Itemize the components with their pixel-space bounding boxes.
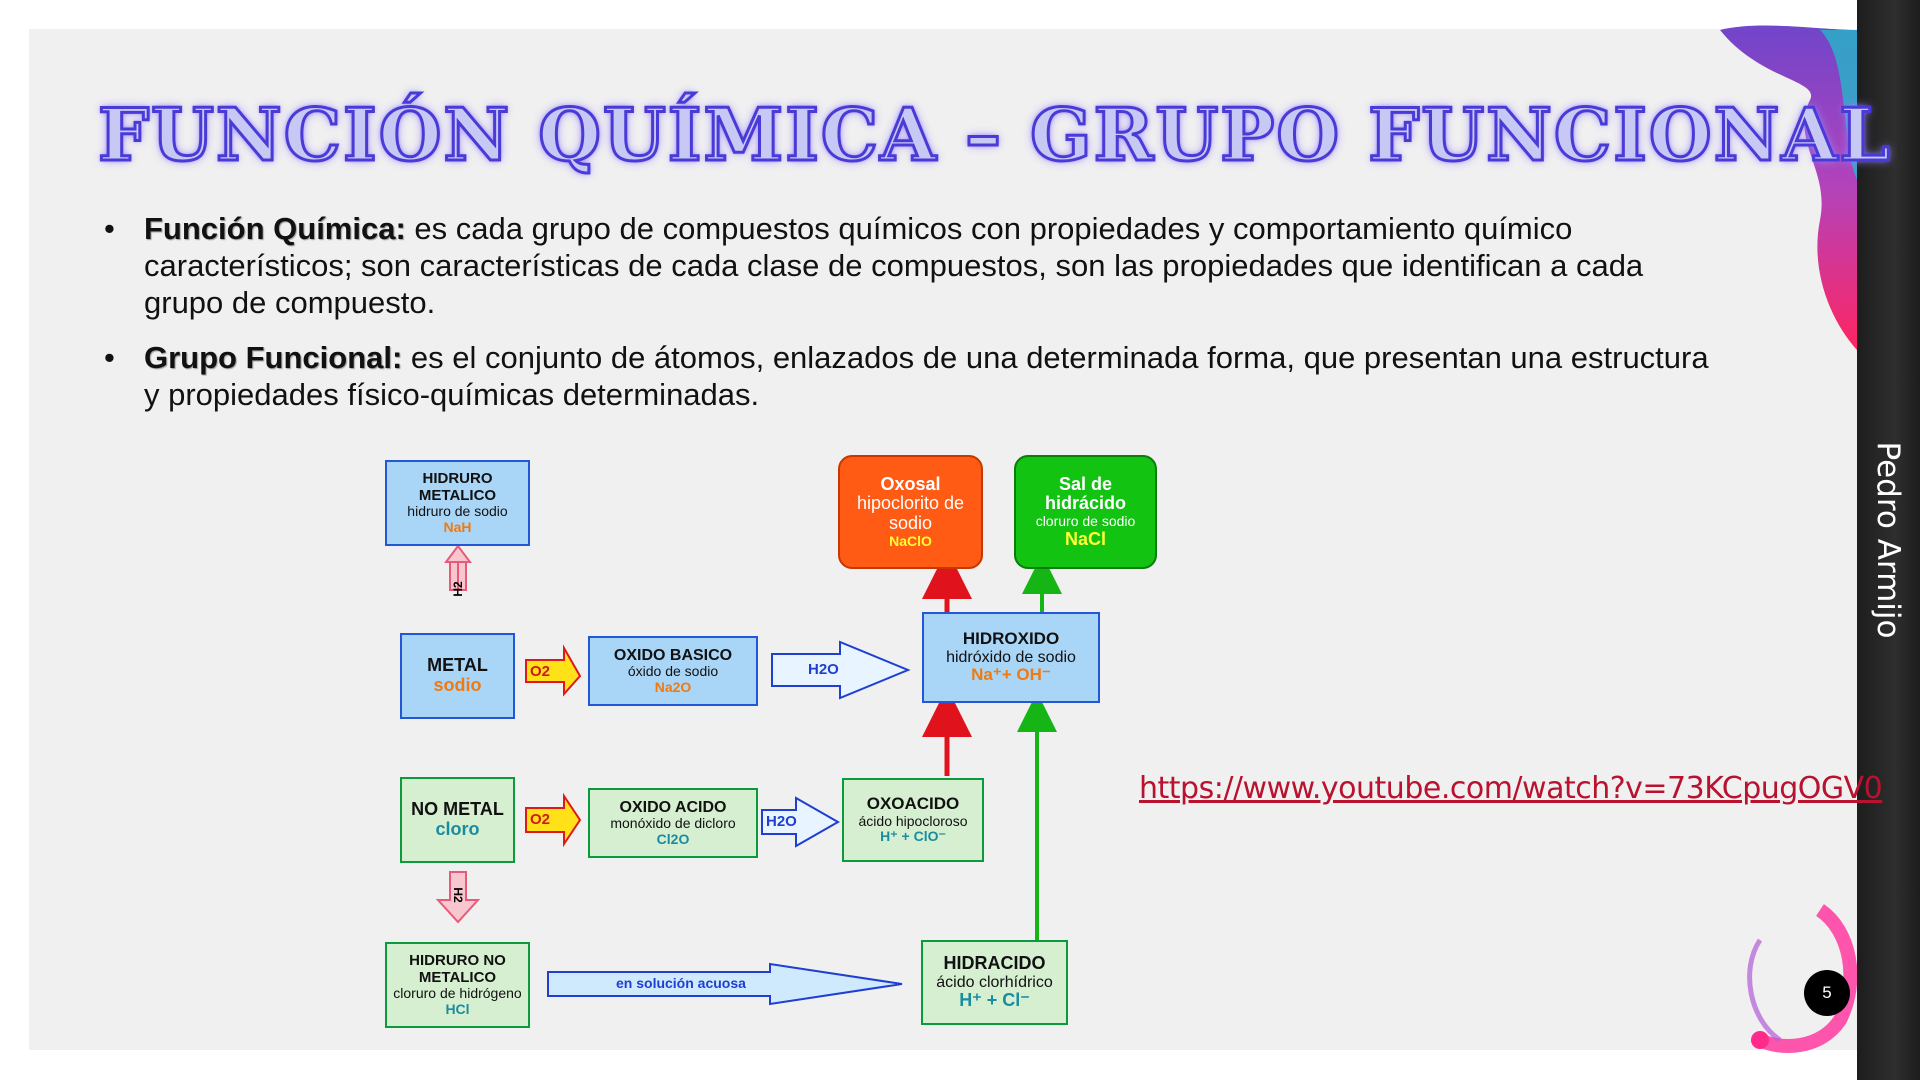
bullet-funcion-quimica: Función Química: es cada grupo de compue… [100, 210, 1720, 321]
diagram-arrows [435, 544, 1062, 1006]
o2-label-nonmetal: O2 [530, 811, 551, 828]
box-sal-hidracido: Sal de hidrácido cloruro de sodio NaCl [1014, 455, 1157, 569]
solucion-arrow [547, 962, 903, 1006]
h2-down-arrow [435, 871, 481, 924]
slide-title: FUNCIÓN QUÍMICA – GRUPO FUNCIONAL [97, 91, 1892, 179]
chemical-function-diagram: H2 H2 O2 O2 H2O H2O en solución acuosa H… [380, 450, 1160, 1035]
box-metal: METAL sodio [400, 633, 515, 719]
h2o-label-basic: H2O [808, 661, 839, 678]
box-no-metal: NO METAL cloro [400, 777, 515, 863]
solucion-label: en solución acuosa [616, 975, 746, 991]
h2-up-arrow [444, 544, 472, 591]
o2-arrow-nonmetal [525, 792, 582, 848]
box-hidruro-no-metalico: HIDRURO NO METALICO cloruro de hidrógeno… [385, 942, 530, 1028]
bullet-list: Función Química: es cada grupo de compue… [100, 210, 1720, 431]
o2-label-metal: O2 [530, 663, 551, 680]
box-oxido-basico: OXIDO BASICO óxido de sodio Na2O [588, 636, 758, 706]
h2-label-top: H2 [451, 581, 465, 597]
h2o-arrow-basic [771, 640, 911, 700]
box-oxoacido: OXOACIDO ácido hipocloroso H⁺ + ClO⁻ [842, 778, 984, 862]
decorative-swirl-top [1720, 25, 1857, 351]
bullet-grupo-funcional: Grupo Funcional: es el conjunto de átomo… [100, 339, 1720, 413]
h2-label-bottom: H2 [451, 887, 465, 903]
box-oxosal: Oxosal hipoclorito de sodio NaClO [838, 455, 983, 569]
author-name: Pedro Armijo [1870, 441, 1906, 639]
h2o-arrow-acid [761, 796, 841, 848]
box-hidruro-metalico: HIDRURO METALICO hidruro de sodio NaH [385, 460, 530, 546]
h2o-label-acid: H2O [766, 813, 797, 830]
box-hidracido: HIDRACIDO ácido clorhídrico H⁺ + Cl⁻ [921, 940, 1068, 1025]
page-number: 5 [1804, 970, 1850, 1016]
box-oxido-acido: OXIDO ACIDO monóxido de dicloro Cl2O [588, 788, 758, 858]
decorative-swirl-bottom [1747, 904, 1858, 1053]
box-hidroxido: HIDROXIDO hidróxido de sodio Na⁺+ OH⁻ [922, 612, 1100, 703]
youtube-link[interactable]: https://www.youtube.com/watch?v=73KCpugO… [1139, 771, 1883, 806]
right-sidebar-bar [1857, 0, 1920, 1080]
o2-arrow-metal [525, 644, 582, 697]
